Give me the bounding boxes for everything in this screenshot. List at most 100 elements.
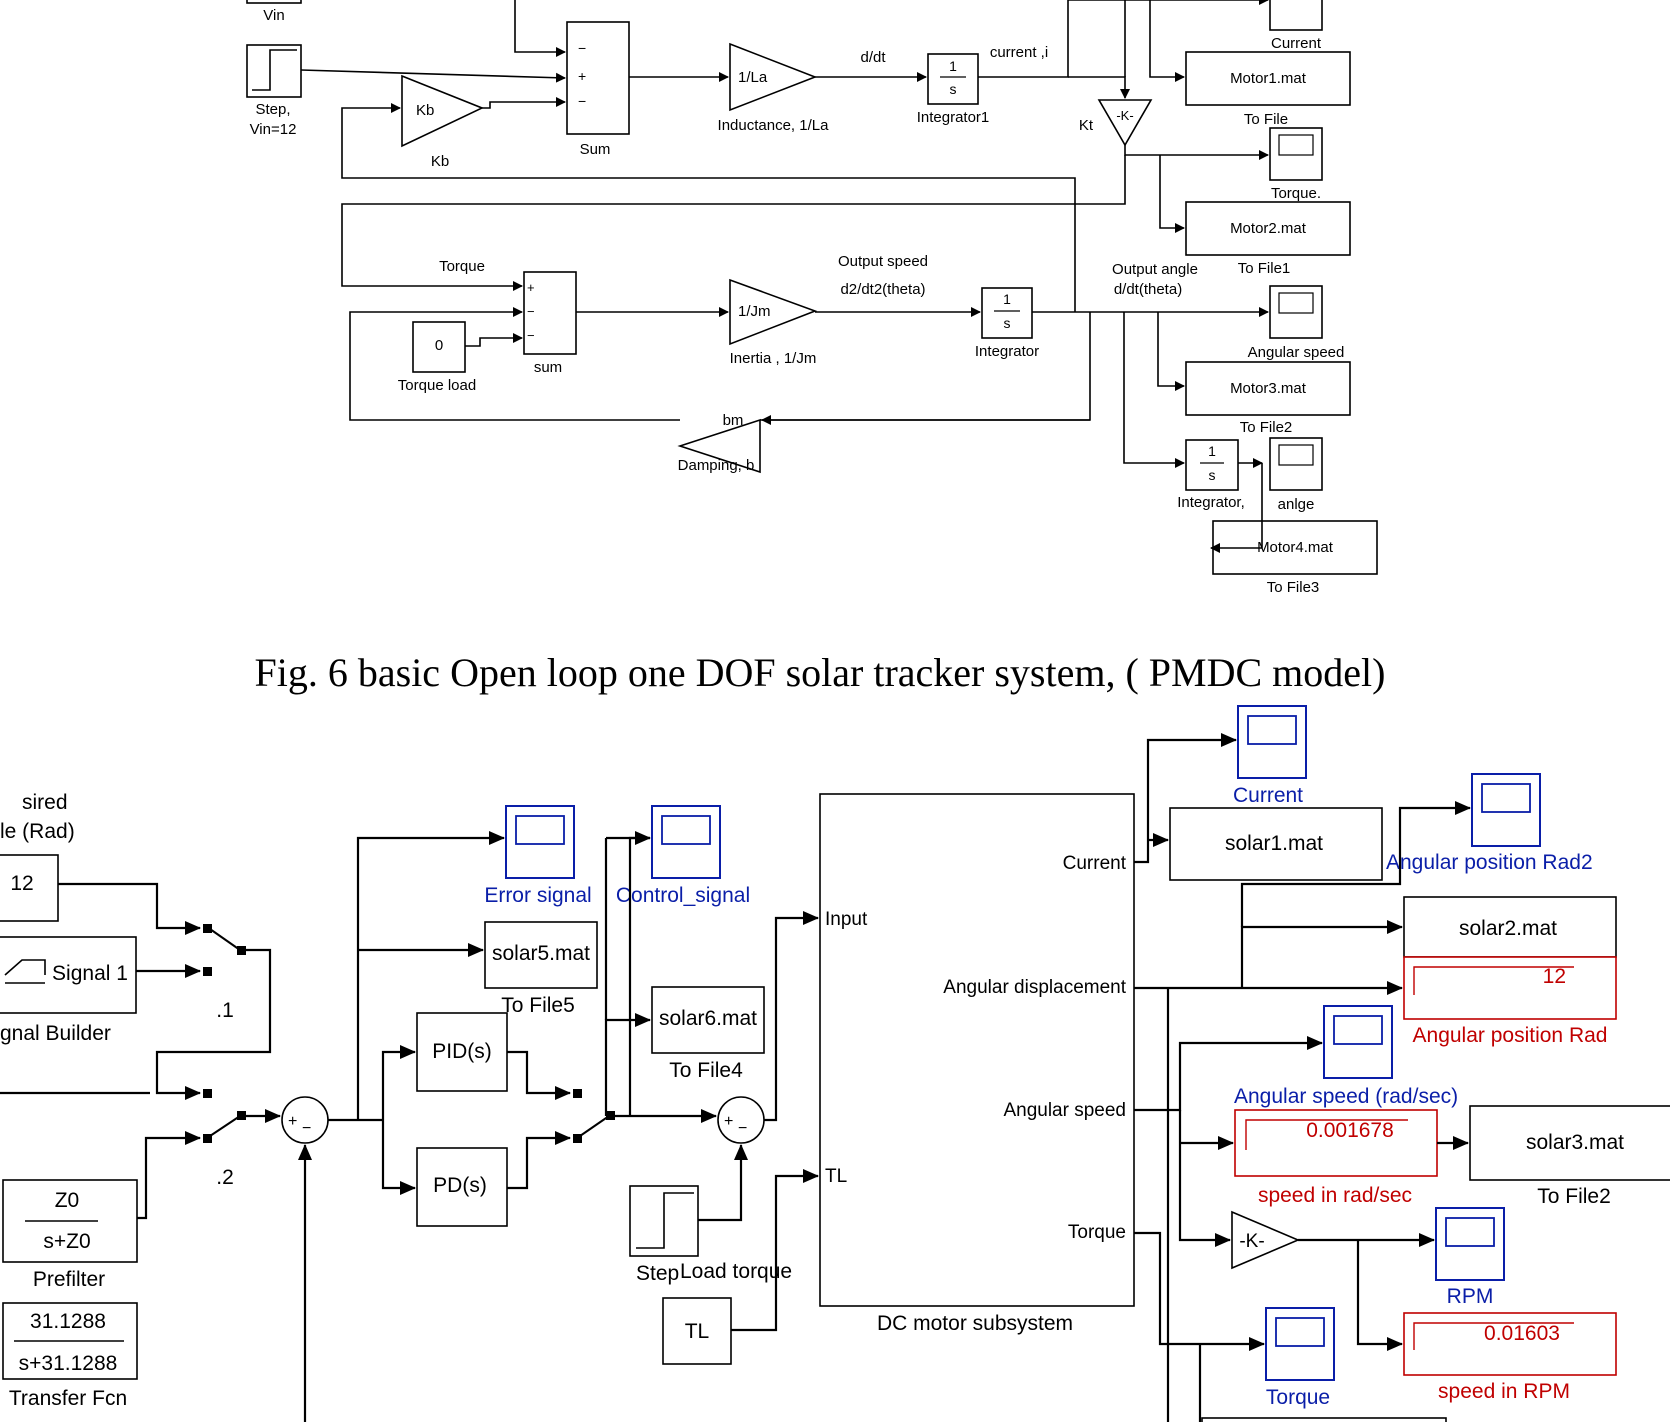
svg-text:−: − [302, 1120, 311, 1137]
torque-load-const-block[interactable] [412, 321, 466, 373]
control-signal-scope[interactable] [651, 805, 721, 879]
manual-switch-2[interactable] [203, 1089, 246, 1143]
sum2-block[interactable] [523, 271, 577, 355]
damping-gain-block[interactable] [677, 418, 761, 474]
inductance-label: Inductance, 1/La [718, 117, 830, 134]
manual-switch-3[interactable] [573, 1089, 615, 1143]
inertia-gain-block[interactable] [729, 278, 818, 346]
manual-switch-1[interactable] [203, 924, 246, 976]
tf-den: s+31.1288 [19, 1352, 118, 1375]
pid-controller-block[interactable] [416, 1012, 508, 1092]
step-icon [252, 49, 297, 91]
signal1-label: Signal 1 [52, 962, 128, 985]
error-signal-scope[interactable] [505, 805, 575, 879]
solar3-file: solar3.mat [1526, 1131, 1624, 1154]
speed-rpm-label: speed in RPM [1438, 1380, 1570, 1403]
current-scope[interactable] [1237, 705, 1307, 779]
pd-controller-block[interactable] [416, 1147, 508, 1227]
signal-builder-icon [4, 959, 46, 984]
partial-tofile-block [1201, 1417, 1447, 1422]
prefilter-den: s+Z0 [43, 1230, 90, 1253]
signal-builder-block[interactable] [0, 936, 137, 1014]
motor2-tofile-block[interactable] [1185, 201, 1351, 256]
step-icon [636, 1192, 694, 1249]
didt-label: d/dt [860, 49, 886, 66]
top-diagram: Vin Step, Vin=12 − + − Sum Kb Kb 1/La In… [246, 0, 1378, 596]
step-block[interactable] [246, 44, 302, 98]
integrator1-block[interactable] [927, 53, 979, 105]
output-angle-2: d/dt(theta) [1114, 281, 1182, 298]
integrator-label: Integrator [975, 343, 1039, 360]
vin-label: Vin [263, 7, 284, 24]
torque-scope-top[interactable] [1269, 127, 1323, 181]
integrator3-den: s [1209, 467, 1216, 483]
port-angular-displacement: Angular displacement [943, 977, 1126, 998]
svg-text:−: − [738, 1120, 747, 1137]
sum-block[interactable] [566, 21, 630, 135]
angle-scope-top[interactable] [1269, 437, 1323, 491]
solar5-tofile-block[interactable] [484, 921, 598, 989]
tl-const-block[interactable] [662, 1297, 732, 1365]
svg-text:+: + [724, 1113, 733, 1130]
tl-const-label: TL [685, 1320, 710, 1343]
angular-position-rad2-label: Angular position Rad2 [1386, 851, 1593, 874]
integrator-num: 1 [1003, 291, 1011, 307]
motor3-tofile-block[interactable] [1185, 361, 1351, 416]
speed-rad-label: speed in rad/sec [1258, 1184, 1412, 1207]
tf-label: Transfer Fcn [9, 1387, 127, 1410]
rpm-scope[interactable] [1435, 1207, 1505, 1281]
torque-scope-label: Torque [1266, 1386, 1330, 1409]
output-angle-1: Output angle [1112, 261, 1198, 278]
desired-label-2: le (Rad) [0, 820, 75, 843]
angular-position-rad2-scope[interactable] [1471, 773, 1541, 847]
torque-scope-label: Torque. [1271, 185, 1321, 202]
motor2-file: Motor2.mat [1230, 220, 1307, 237]
pd-label: PD(s) [433, 1174, 487, 1197]
kb-gain-block[interactable] [401, 74, 484, 148]
kt-label: Kt [1079, 117, 1094, 134]
sum-sign-1: − [578, 40, 586, 56]
error-signal-label: Error signal [484, 884, 591, 907]
torque-scope[interactable] [1265, 1307, 1335, 1381]
solar3-tofile-block[interactable] [1469, 1105, 1670, 1181]
bottom-wiring [0, 733, 1471, 1422]
inertia-label: Inertia , 1/Jm [730, 350, 817, 367]
step-label-2: Vin=12 [250, 121, 297, 138]
integrator3-block[interactable] [1185, 439, 1239, 491]
control-signal-label: Control_signal [616, 884, 750, 907]
dc-motor-subsystem[interactable] [819, 793, 1135, 1307]
k-gain-text: -K- [1239, 1231, 1264, 1252]
integrator-block[interactable] [981, 287, 1033, 339]
prefilter-num: Z0 [55, 1189, 80, 1212]
solar1-file: solar1.mat [1225, 832, 1323, 855]
inductance-gain-block[interactable] [729, 42, 818, 112]
angular-speed-scope[interactable] [1323, 1005, 1393, 1079]
subsystem-label: DC motor subsystem [877, 1312, 1073, 1335]
svg-text:−: − [527, 304, 535, 319]
inductance-gain-text: 1/La [738, 69, 768, 86]
load-torque-label: Load torque [680, 1260, 792, 1283]
display-rpm-value: 0.01603 [1484, 1322, 1560, 1345]
solar6-file: solar6.mat [659, 1007, 757, 1030]
sum-sign-2: + [578, 68, 586, 84]
integrator3-label: Integrator, [1177, 494, 1245, 511]
desired-const-block[interactable] [0, 854, 59, 922]
output-speed-2: d2/dt2(theta) [840, 281, 925, 298]
display-12-value: 12 [1543, 965, 1566, 988]
angular-position-rad-label: Angular position Rad [1413, 1024, 1608, 1047]
motor4-file: Motor4.mat [1257, 539, 1334, 556]
angular-speed-scope-top[interactable] [1269, 285, 1323, 339]
solar6-tofile-block[interactable] [651, 986, 765, 1054]
current-scope-label: Current [1233, 784, 1303, 807]
bottom-diagram: sired le (Rad) 12 Signal 1 gnal Builder … [0, 705, 1670, 1422]
motor1-tofile-block[interactable] [1185, 51, 1351, 106]
vin-block[interactable] [246, 0, 302, 4]
figure-caption: Fig. 6 basic Open loop one DOF solar tra… [255, 650, 1386, 695]
prefilter-label: Prefilter [33, 1268, 105, 1291]
current-scope-top[interactable] [1269, 0, 1323, 31]
rpm-gain-block[interactable] [1231, 1210, 1301, 1270]
kt-gain-block[interactable] [1097, 99, 1153, 147]
solar1-tofile-block[interactable] [1169, 807, 1383, 881]
solar2-tofile-block[interactable] [1403, 896, 1617, 958]
